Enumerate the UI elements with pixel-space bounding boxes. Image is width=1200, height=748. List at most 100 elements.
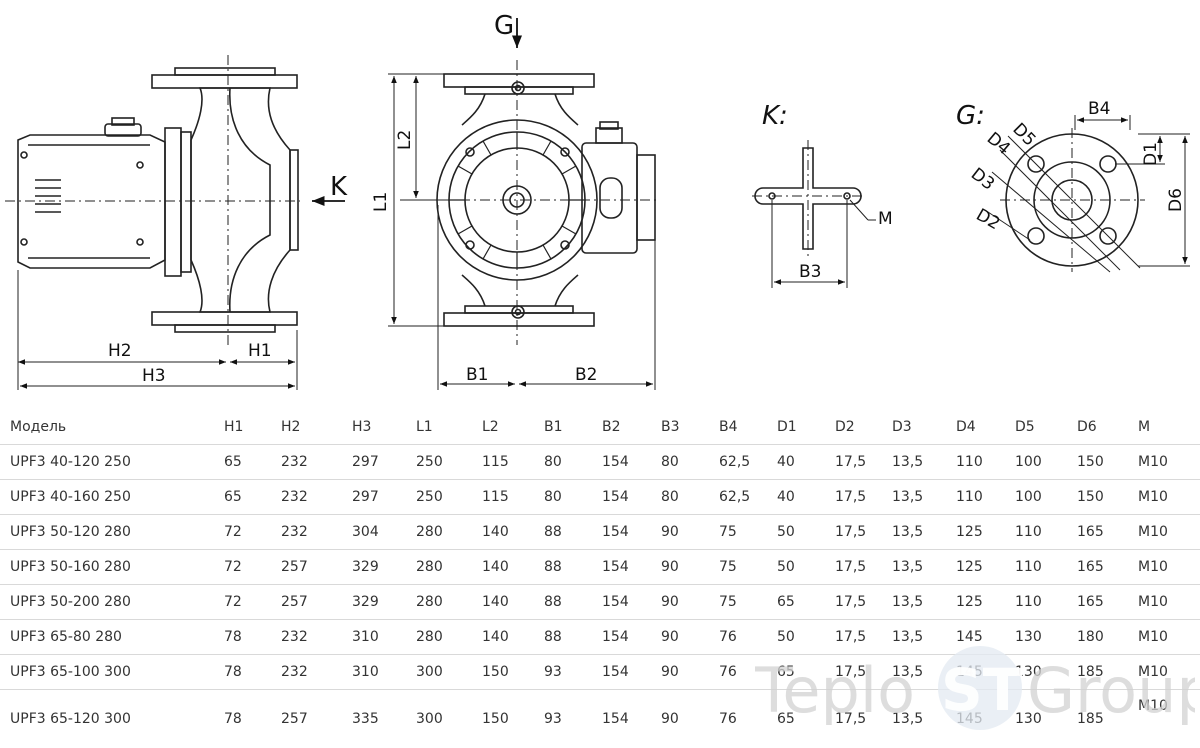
value-cell: 13,5 xyxy=(892,480,956,515)
column-header: B2 xyxy=(602,410,661,445)
value-cell: 150 xyxy=(482,655,544,690)
value-cell: 232 xyxy=(281,480,352,515)
value-cell: 140 xyxy=(482,585,544,620)
value-cell: 154 xyxy=(602,480,661,515)
value-cell: 185 xyxy=(1077,690,1138,748)
value-cell: 72 xyxy=(224,585,281,620)
m-label: M xyxy=(878,209,893,229)
value-cell: 40 xyxy=(777,445,835,480)
value-cell: 65 xyxy=(777,585,835,620)
model-cell: UPF3 65-80 280 xyxy=(0,620,224,655)
value-cell: 165 xyxy=(1077,550,1138,585)
value-cell: 130 xyxy=(1015,655,1077,690)
value-cell: 17,5 xyxy=(835,515,892,550)
value-cell: 150 xyxy=(1077,445,1138,480)
h3-label: H3 xyxy=(142,366,166,386)
column-header: B1 xyxy=(544,410,602,445)
value-cell: 110 xyxy=(1015,550,1077,585)
column-header: D3 xyxy=(892,410,956,445)
value-cell: 150 xyxy=(482,690,544,748)
value-cell: 90 xyxy=(661,550,719,585)
value-cell: 232 xyxy=(281,655,352,690)
value-cell: 280 xyxy=(416,585,482,620)
value-cell: 125 xyxy=(956,550,1015,585)
value-cell: 65 xyxy=(224,480,281,515)
l2-label: L2 xyxy=(395,130,415,150)
value-cell: 297 xyxy=(352,480,416,515)
h2-label: H2 xyxy=(108,341,132,361)
value-cell: 80 xyxy=(544,445,602,480)
column-header: D4 xyxy=(956,410,1015,445)
h1-label: H1 xyxy=(248,341,272,361)
column-header: H3 xyxy=(352,410,416,445)
value-cell: 75 xyxy=(719,585,777,620)
d6-label: D6 xyxy=(1166,188,1186,212)
value-cell: 17,5 xyxy=(835,690,892,748)
value-cell: 17,5 xyxy=(835,655,892,690)
pump-dimension-drawing: K H2 H1 H3 xyxy=(0,0,1200,410)
value-cell: 257 xyxy=(281,690,352,748)
value-cell: M10 xyxy=(1138,585,1200,620)
value-cell: 110 xyxy=(956,445,1015,480)
value-cell: 110 xyxy=(1015,585,1077,620)
value-cell: 62,5 xyxy=(719,480,777,515)
model-cell: UPF3 40-160 250 xyxy=(0,480,224,515)
model-cell: UPF3 65-120 300 xyxy=(0,690,224,748)
detail-g-title: G: xyxy=(956,101,985,131)
value-cell: 93 xyxy=(544,655,602,690)
model-cell: UPF3 50-120 280 xyxy=(0,515,224,550)
b3-label: B3 xyxy=(799,262,821,282)
value-cell: 310 xyxy=(352,620,416,655)
value-cell: 232 xyxy=(281,445,352,480)
value-cell: 304 xyxy=(352,515,416,550)
value-cell: 130 xyxy=(1015,690,1077,748)
column-header: D2 xyxy=(835,410,892,445)
value-cell: 125 xyxy=(956,585,1015,620)
g-arrow-label: G xyxy=(494,11,514,41)
value-cell: M10 xyxy=(1138,550,1200,585)
value-cell: M10 xyxy=(1138,480,1200,515)
value-cell: 300 xyxy=(416,655,482,690)
value-cell: 165 xyxy=(1077,515,1138,550)
value-cell: 17,5 xyxy=(835,480,892,515)
value-cell: 50 xyxy=(777,550,835,585)
value-cell: 93 xyxy=(544,690,602,748)
value-cell: 65 xyxy=(777,690,835,748)
value-cell: 76 xyxy=(719,690,777,748)
value-cell: 180 xyxy=(1077,620,1138,655)
value-cell: 78 xyxy=(224,690,281,748)
value-cell: 75 xyxy=(719,550,777,585)
value-cell: 280 xyxy=(416,620,482,655)
model-cell: UPF3 50-200 280 xyxy=(0,585,224,620)
value-cell: 78 xyxy=(224,655,281,690)
value-cell: 300 xyxy=(416,690,482,748)
value-cell: M10 xyxy=(1138,515,1200,550)
value-cell: 250 xyxy=(416,480,482,515)
value-cell: 13,5 xyxy=(892,515,956,550)
value-cell: 13,5 xyxy=(892,655,956,690)
value-cell: 125 xyxy=(956,515,1015,550)
motor-grille-icon xyxy=(35,180,61,212)
value-cell: 140 xyxy=(482,550,544,585)
value-cell: 110 xyxy=(1015,515,1077,550)
value-cell: 13,5 xyxy=(892,445,956,480)
column-header: M xyxy=(1138,410,1200,445)
value-cell: 80 xyxy=(544,480,602,515)
value-cell: 140 xyxy=(482,515,544,550)
value-cell: 154 xyxy=(602,585,661,620)
value-cell: 13,5 xyxy=(892,620,956,655)
value-cell: 154 xyxy=(602,690,661,748)
value-cell: 88 xyxy=(544,515,602,550)
value-cell: 145 xyxy=(956,620,1015,655)
value-cell: 257 xyxy=(281,550,352,585)
value-cell: 297 xyxy=(352,445,416,480)
value-cell: 90 xyxy=(661,690,719,748)
value-cell: 115 xyxy=(482,445,544,480)
value-cell: 145 xyxy=(956,655,1015,690)
column-header: D6 xyxy=(1077,410,1138,445)
